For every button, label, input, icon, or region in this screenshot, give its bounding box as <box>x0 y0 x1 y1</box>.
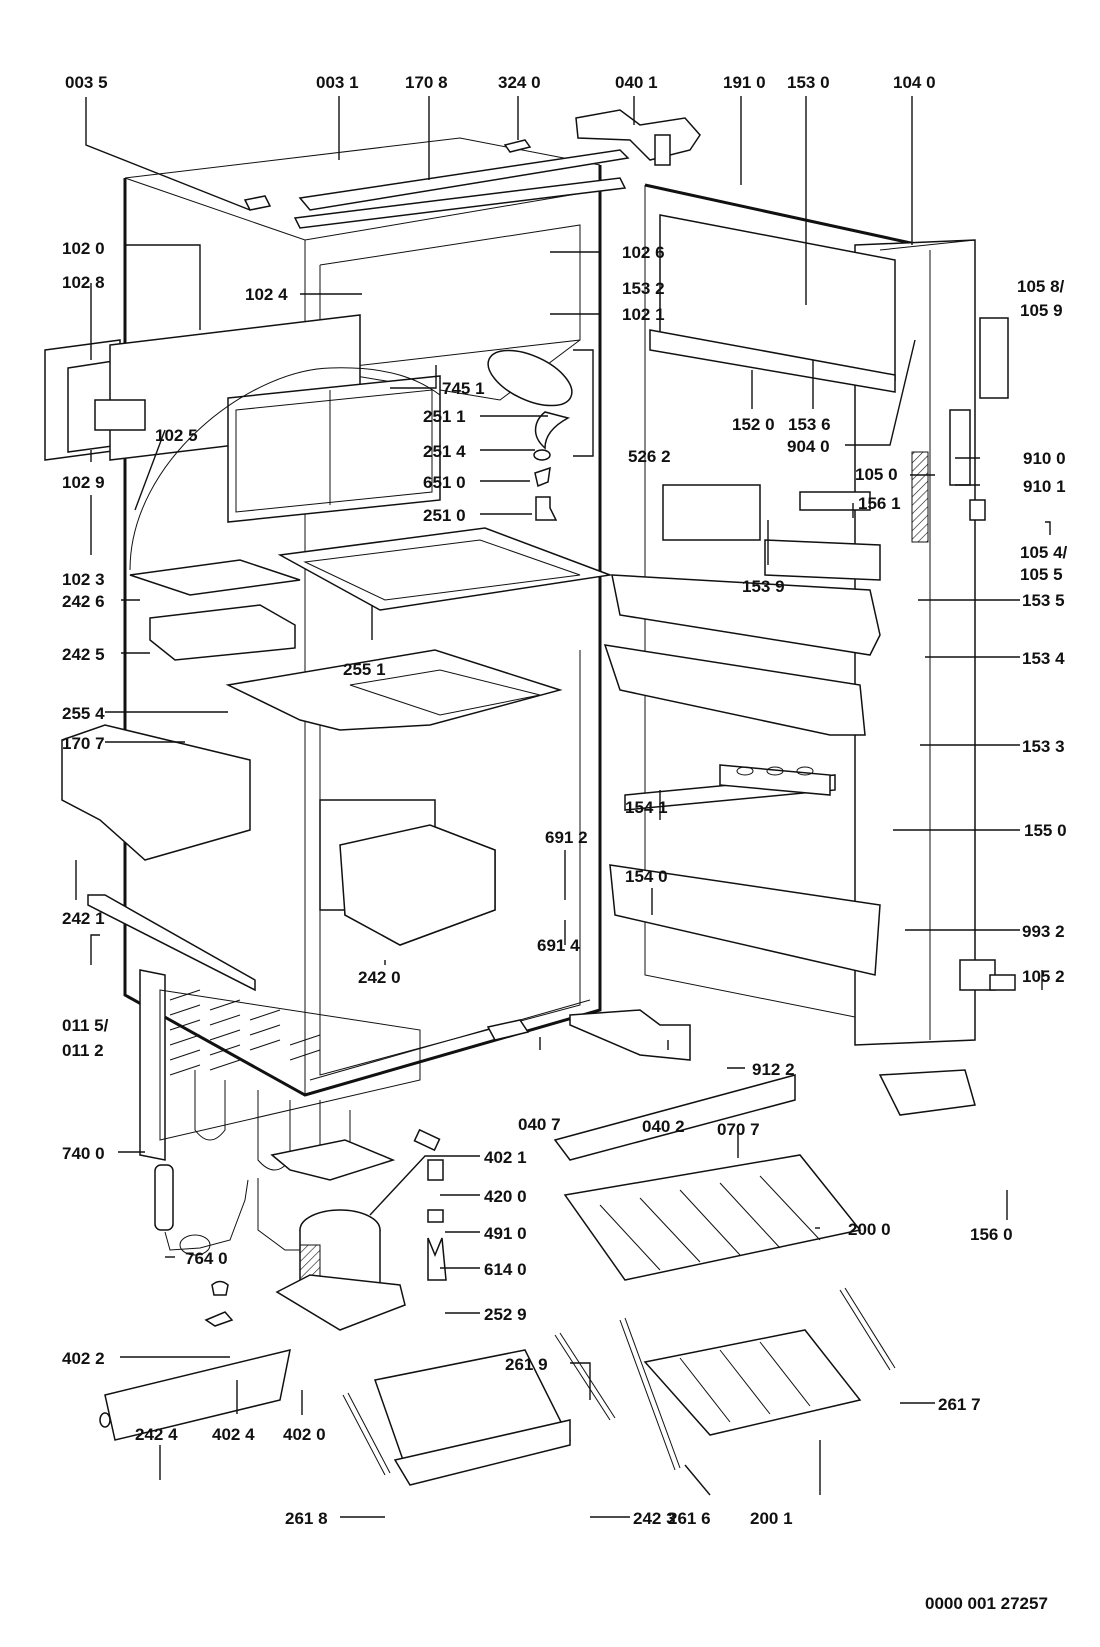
top-hinge-part <box>575 109 701 166</box>
callout-261-8: 261 8 <box>285 1509 328 1528</box>
callout-420-0: 420 0 <box>484 1187 527 1206</box>
callout-102-1: 102 1 <box>622 305 665 324</box>
callout-191-0: 191 0 <box>723 73 766 92</box>
callout-252-9: 252 9 <box>484 1305 527 1324</box>
callout-261-6: 261 6 <box>668 1509 711 1528</box>
callout-102-5: 102 5 <box>155 426 198 445</box>
callout-011-2: 011 2 <box>62 1041 104 1060</box>
callout-993-2: 993 2 <box>1022 922 1065 941</box>
callout-251-0: 251 0 <box>423 506 466 525</box>
callout-102-6: 102 6 <box>622 243 665 262</box>
callout-153-9: 153 9 <box>742 577 785 596</box>
callout-153-3: 153 3 <box>1022 737 1065 756</box>
callout-242-1: 242 1 <box>62 909 105 928</box>
callout-102-9: 102 9 <box>62 473 105 492</box>
drawing-number: 0000 001 27257 <box>925 1594 1048 1613</box>
callout-105-0: 105 0 <box>855 465 898 484</box>
callout-105-2: 105 2 <box>1022 967 1065 986</box>
callout-170-8: 170 8 <box>405 73 448 92</box>
callout-242-4: 242 4 <box>135 1425 178 1444</box>
callout-105-9: 105 9 <box>1020 301 1063 320</box>
callout-251-4: 251 4 <box>423 442 466 461</box>
callout-153-0: 153 0 <box>787 73 830 92</box>
callout-156-0: 156 0 <box>970 1225 1013 1244</box>
callout-200-1: 200 1 <box>750 1509 793 1528</box>
electrical-parts <box>204 1128 447 1327</box>
callout-070-7: 070 7 <box>717 1120 760 1139</box>
callout-154-0: 154 0 <box>625 867 668 886</box>
callout-156-1: 156 1 <box>858 494 901 513</box>
condenser-fins <box>169 989 321 1076</box>
thermostat-parts <box>487 349 573 521</box>
callout-152-0: 152 0 <box>732 415 775 434</box>
callout-153-4: 153 4 <box>1022 649 1065 668</box>
callout-102-3: 102 3 <box>62 570 105 589</box>
callout-102-0: 102 0 <box>62 239 105 258</box>
leader-lines <box>75 96 1051 1518</box>
right-hinge-parts <box>949 317 1016 991</box>
callout-764-0: 764 0 <box>185 1249 228 1268</box>
callout-153-6: 153 6 <box>788 415 831 434</box>
callout-011-5: 011 5/ <box>62 1016 109 1035</box>
callout-402-2: 402 2 <box>62 1349 105 1368</box>
callout-242-5: 242 5 <box>62 645 105 664</box>
callout-003-5: 003 5 <box>65 73 108 92</box>
crisper-parts <box>99 1154 896 1486</box>
callout-651-0: 651 0 <box>423 473 466 492</box>
compressor-part <box>154 1139 406 1331</box>
condenser-part <box>139 969 421 1171</box>
callout-255-4: 255 4 <box>62 704 105 723</box>
callout-labels: 003 5 003 1 170 8 324 0 040 1 191 0 153 … <box>62 73 1068 1613</box>
callout-003-1: 003 1 <box>316 73 359 92</box>
callout-153-2: 153 2 <box>622 279 665 298</box>
callout-170-7: 170 7 <box>62 734 105 753</box>
callout-040-2: 040 2 <box>642 1117 685 1136</box>
callout-105-4: 105 4/ <box>1020 543 1068 562</box>
callout-154-1: 154 1 <box>625 798 668 817</box>
callout-040-1: 040 1 <box>615 73 658 92</box>
grid-lines <box>599 1175 821 1271</box>
callout-155-0: 155 0 <box>1024 821 1067 840</box>
callout-105-5: 105 5 <box>1020 565 1063 584</box>
callout-745-1: 745 1 <box>442 379 485 398</box>
callout-261-9: 261 9 <box>505 1355 548 1374</box>
callout-910-0: 910 0 <box>1023 449 1066 468</box>
callout-402-4: 402 4 <box>212 1425 255 1444</box>
callout-912-2: 912 2 <box>752 1060 795 1079</box>
callout-402-0: 402 0 <box>283 1425 326 1444</box>
callout-040-7: 040 7 <box>518 1115 561 1134</box>
callout-102-4: 102 4 <box>245 285 288 304</box>
callout-691-4: 691 4 <box>537 936 580 955</box>
callout-402-1: 402 1 <box>484 1148 527 1167</box>
callout-255-1: 255 1 <box>343 660 386 679</box>
callout-105-8: 105 8/ <box>1017 277 1065 296</box>
grid-lines-2 <box>679 1341 811 1423</box>
top-trim-parts <box>243 139 630 229</box>
callout-242-6: 242 6 <box>62 592 105 611</box>
callout-242-3: 242 3 <box>633 1509 676 1528</box>
callout-526-2: 526 2 <box>628 447 671 466</box>
callout-324-0: 324 0 <box>498 73 541 92</box>
callout-614-0: 614 0 <box>484 1260 527 1279</box>
callout-104-0: 104 0 <box>893 73 936 92</box>
bottom-hardware-parts <box>87 894 976 1161</box>
callout-102-8: 102 8 <box>62 273 105 292</box>
callout-904-0: 904 0 <box>787 437 830 456</box>
callout-491-0: 491 0 <box>484 1224 527 1243</box>
freezer-flap-part <box>129 367 441 571</box>
callout-740-0: 740 0 <box>62 1144 105 1163</box>
door-part <box>644 183 976 1046</box>
callout-251-1: 251 1 <box>423 407 466 426</box>
callout-261-7: 261 7 <box>938 1395 981 1414</box>
callout-200-0: 200 0 <box>848 1220 891 1239</box>
callout-910-1: 910 1 <box>1023 477 1066 496</box>
callout-691-2: 691 2 <box>545 828 588 847</box>
callout-242-0: 242 0 <box>358 968 401 987</box>
bin-parts <box>61 724 496 946</box>
shelf-parts <box>129 527 613 731</box>
door-shelf-parts <box>603 214 896 976</box>
callout-153-5: 153 5 <box>1022 591 1065 610</box>
